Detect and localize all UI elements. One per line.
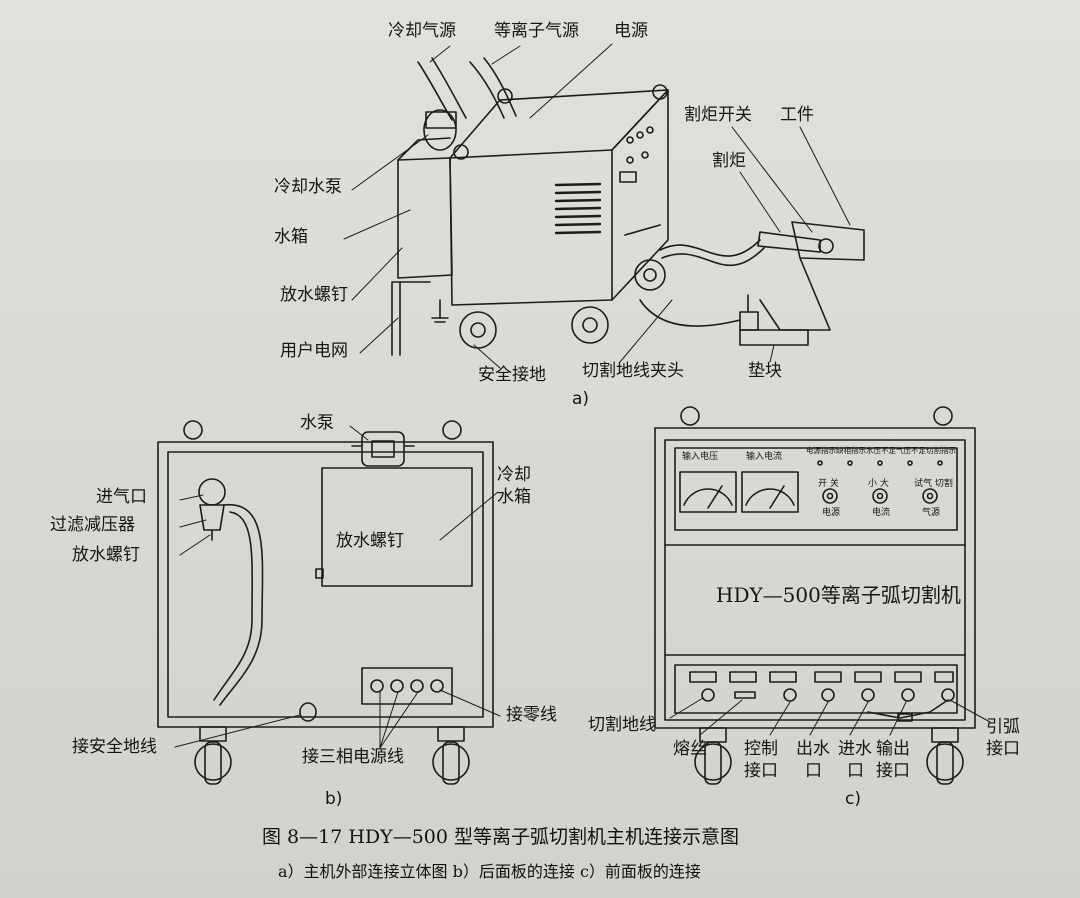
label-switch-power-top: 开 关: [818, 479, 839, 489]
figure-caption-title: 图 8—17 HDY—500 型等离子弧切割机主机连接示意图: [262, 826, 739, 848]
label-plasma-gas: 等离子气源: [494, 21, 579, 41]
label-safety-ground-line: 接安全地线: [72, 737, 157, 757]
label-switch-gas-bottom: 气源: [922, 508, 941, 518]
label-indicator-row: 电源指示缺相指示水压不足气压不足切割指示: [806, 446, 956, 455]
sublabel-b: b): [325, 789, 343, 809]
label-torch: 割炬: [712, 151, 746, 171]
label-control-2: 接口: [744, 761, 778, 781]
label-meter-current: 输入电流: [746, 452, 783, 462]
label-switch-current-top: 小 大: [868, 479, 889, 489]
label-cooling-pump: 冷却水泵: [274, 177, 342, 197]
label-torch-switch: 割炬开关: [684, 105, 752, 125]
label-meter-voltage: 输入电压: [682, 452, 719, 462]
label-fuse: 熔丝: [673, 739, 707, 759]
label-output-2: 接口: [876, 761, 910, 781]
label-cooling-tank-line1: 冷却: [497, 465, 531, 485]
label-water-tank: 水箱: [274, 227, 308, 247]
label-water-in-2: 口: [847, 761, 864, 781]
fig-c-drawing: [654, 406, 991, 785]
label-air-inlet: 进气口: [96, 487, 147, 507]
label-cooling-tank-line2: 水箱: [497, 487, 531, 507]
label-pad-block: 垫块: [748, 361, 782, 381]
label-cut-ground-line: 切割地线: [588, 715, 656, 735]
label-arc-2: 接口: [986, 739, 1020, 759]
label-water-out-2: 口: [805, 761, 822, 781]
label-drain-screw-b: 放水螺钉: [72, 545, 140, 565]
label-model-name: HDY—500等离子弧切割机: [716, 583, 961, 607]
label-three-phase: 接三相电源线: [302, 747, 404, 767]
label-switch-current-bottom: 电流: [872, 508, 891, 518]
label-switch-power-bottom: 电源: [822, 508, 841, 518]
label-neutral-line: 接零线: [506, 705, 557, 725]
label-arc-1: 引弧: [986, 717, 1020, 737]
label-filter-regulator: 过滤减压器: [50, 515, 135, 535]
fig-a-drawing: [343, 43, 865, 369]
label-workpiece: 工件: [780, 105, 814, 125]
label-safety-ground: 安全接地: [478, 365, 546, 385]
sublabel-a: a): [572, 389, 590, 409]
fig-b-drawing: [157, 420, 501, 785]
label-switch-gas-top: 试气 切割: [914, 479, 953, 489]
label-power: 电源: [614, 21, 648, 41]
label-grid: 用户电网: [280, 341, 348, 361]
sublabel-c: c): [845, 789, 861, 809]
label-pump: 水泵: [300, 413, 334, 433]
label-tank-drain-screw: 放水螺钉: [336, 531, 404, 551]
label-ground-clamp: 切割地线夹头: [582, 361, 684, 381]
label-output-1: 输出: [876, 739, 910, 759]
figure-caption-subtitle: a）主机外部连接立体图 b）后面板的连接 c）前面板的连接: [278, 862, 701, 881]
label-drain-screw-a: 放水螺钉: [280, 285, 348, 305]
label-water-out-1: 出水: [796, 739, 830, 759]
label-control-1: 控制: [744, 739, 778, 759]
label-water-in-1: 进水: [838, 739, 872, 759]
label-cooling-gas: 冷却气源: [388, 21, 456, 41]
